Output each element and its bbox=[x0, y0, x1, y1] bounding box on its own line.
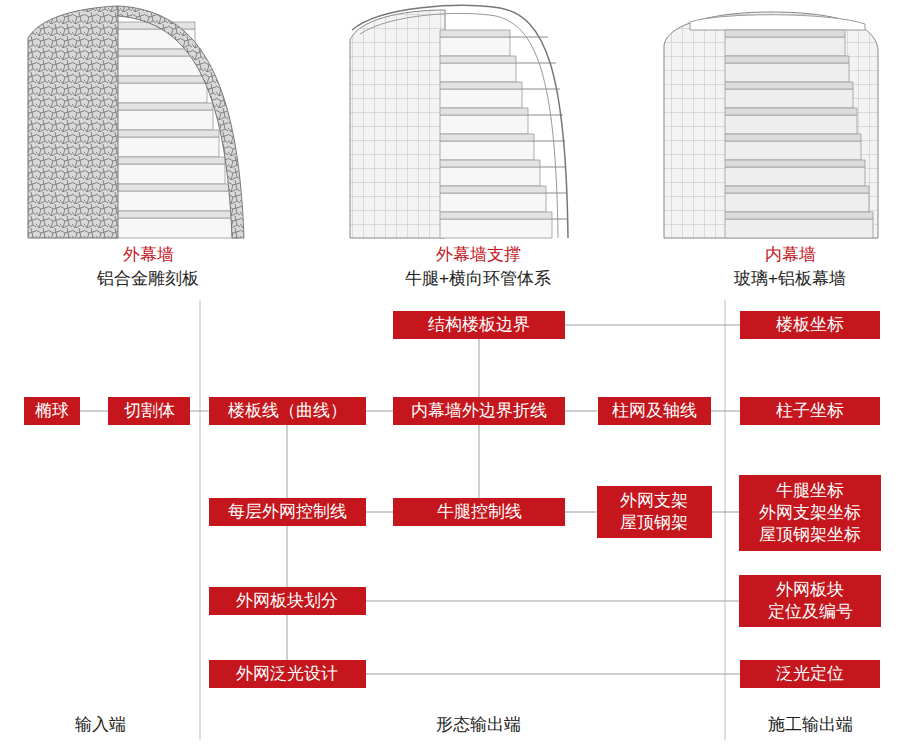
ring-pipes bbox=[510, 37, 568, 219]
outer-frame bbox=[352, 6, 568, 238]
caption-heading: 内幕墙 bbox=[765, 244, 816, 266]
inner-frame bbox=[360, 13, 558, 238]
process-box: 椭球 bbox=[24, 397, 80, 425]
process-box: 每层外网控制线 bbox=[209, 498, 366, 526]
connector-line bbox=[711, 411, 741, 412]
column-label: 形态输出端 bbox=[436, 714, 521, 736]
box-text: 外网支架 屋顶钢架 bbox=[604, 490, 705, 534]
box-text: 柱网及轴线 bbox=[612, 400, 697, 422]
process-box: 外网泛光设计 bbox=[209, 660, 366, 688]
outer-facade-render bbox=[28, 6, 244, 238]
terrace-treads bbox=[725, 30, 873, 219]
process-box: 泛光定位 bbox=[740, 660, 880, 688]
box-text: 外网板块 定位及编号 bbox=[746, 579, 874, 623]
caption-text: 铝合金雕刻板 bbox=[97, 268, 199, 290]
mesh-arch bbox=[118, 6, 244, 238]
process-box: 内幕墙外边界折线 bbox=[393, 397, 565, 425]
connector-line bbox=[287, 526, 288, 587]
box-text: 牛腿坐标 外网支架坐标 屋顶钢架坐标 bbox=[746, 480, 874, 546]
process-box: 牛腿控制线 bbox=[393, 498, 565, 526]
connector-line bbox=[565, 411, 598, 412]
connector-line bbox=[366, 411, 394, 412]
caption-text: 牛腿+横向环管体系 bbox=[405, 268, 551, 290]
box-text: 牛腿控制线 bbox=[437, 501, 522, 523]
process-box: 楼板坐标 bbox=[740, 311, 880, 339]
connector-line bbox=[565, 512, 597, 513]
box-text: 每层外网控制线 bbox=[228, 501, 347, 523]
connector-line bbox=[479, 339, 480, 397]
box-text: 柱子坐标 bbox=[776, 400, 844, 422]
connector-line bbox=[565, 325, 740, 326]
process-box: 楼板线（曲线） bbox=[209, 397, 366, 425]
process-box: 外网支架 屋顶钢架 bbox=[597, 486, 712, 538]
connector-line bbox=[366, 512, 394, 513]
connector-line bbox=[287, 425, 288, 498]
box-text: 楼板线（曲线） bbox=[228, 400, 347, 422]
box-text: 泛光定位 bbox=[776, 663, 844, 685]
connector-line bbox=[479, 425, 480, 498]
connector-line bbox=[366, 601, 740, 602]
roof-slab bbox=[690, 15, 865, 30]
connector-line bbox=[190, 411, 209, 412]
column-label: 输入端 bbox=[75, 714, 126, 736]
mesh-facade bbox=[28, 6, 118, 238]
box-text: 外网板块划分 bbox=[236, 590, 338, 612]
process-box: 切割体 bbox=[108, 397, 190, 425]
column-separator bbox=[200, 300, 201, 740]
connector-line bbox=[366, 674, 741, 675]
column-label: 施工输出端 bbox=[768, 714, 853, 736]
caption-text: 玻璃+铝板幕墙 bbox=[734, 268, 846, 290]
process-box: 结构楼板边界 bbox=[393, 311, 565, 339]
connector-line bbox=[287, 615, 288, 660]
connector-line bbox=[712, 512, 740, 513]
process-box: 牛腿坐标 外网支架坐标 屋顶钢架坐标 bbox=[739, 475, 881, 551]
support-frame-render bbox=[350, 6, 568, 238]
box-text: 结构楼板边界 bbox=[428, 314, 530, 336]
box-text: 内幕墙外边界折线 bbox=[411, 400, 547, 422]
box-text: 切割体 bbox=[124, 400, 175, 422]
process-box: 柱子坐标 bbox=[740, 397, 880, 425]
glass-body bbox=[350, 10, 445, 238]
caption-heading: 外幕墙 bbox=[123, 244, 174, 266]
process-box: 外网板块划分 bbox=[209, 587, 366, 615]
connector-line bbox=[80, 411, 108, 412]
box-text: 外网泛光设计 bbox=[236, 663, 338, 685]
process-box: 柱网及轴线 bbox=[598, 397, 711, 425]
inner-facade-render bbox=[664, 12, 878, 238]
process-box: 外网板块 定位及编号 bbox=[739, 575, 881, 627]
box-text: 椭球 bbox=[35, 400, 69, 422]
box-text: 楼板坐标 bbox=[776, 314, 844, 336]
terrace-treads bbox=[440, 30, 552, 219]
glass-body bbox=[664, 12, 878, 238]
caption-heading: 外幕墙支撑 bbox=[436, 244, 521, 266]
